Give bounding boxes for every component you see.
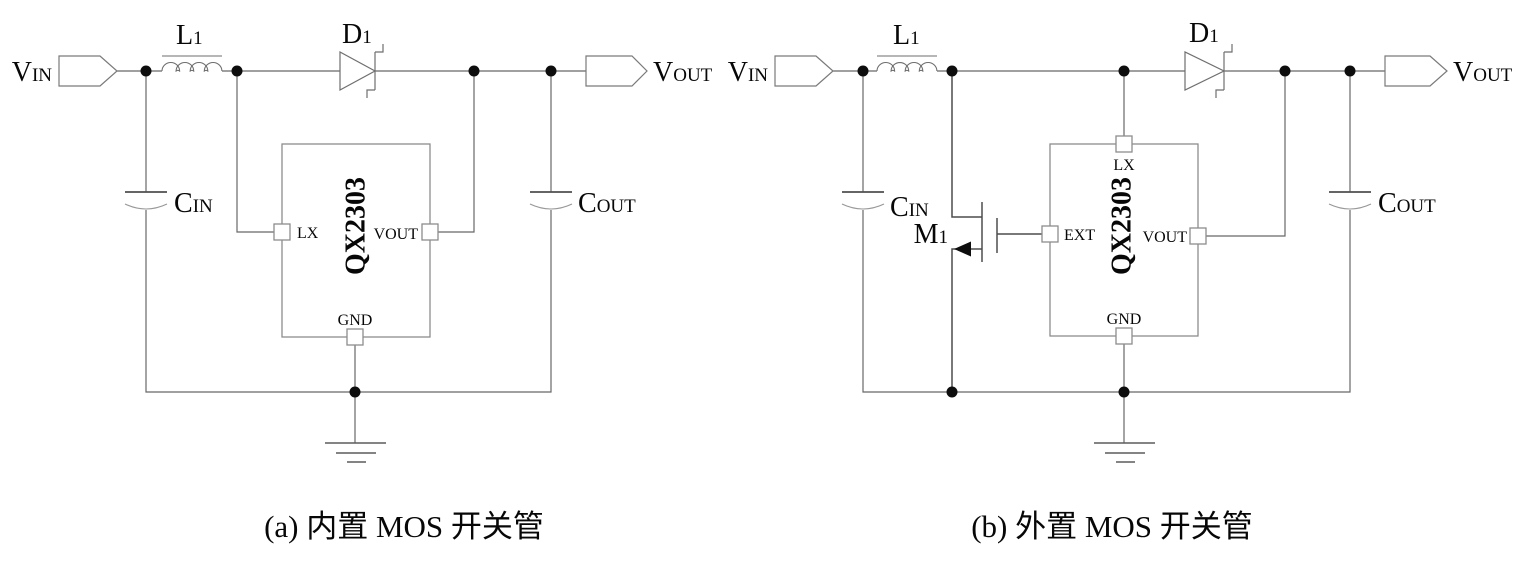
vin-connector-b	[774, 55, 834, 87]
inductor-label: L1	[176, 20, 203, 51]
pin-square-ext-b	[1041, 225, 1059, 243]
mosfet-source-arrow	[954, 241, 971, 257]
pin-label-lx-a: LX	[297, 225, 319, 242]
capacitor-cout	[529, 191, 573, 210]
vin-label-b: VIN	[728, 57, 769, 88]
vin-connector	[58, 55, 118, 87]
vin-label: VIN	[12, 57, 53, 88]
pin-label-lx-b: LX	[1113, 157, 1135, 174]
node-dot	[231, 65, 243, 77]
diode-label: D1	[342, 19, 372, 50]
cout-label-b: COUT	[1378, 188, 1436, 219]
capacitor-cin-b	[841, 191, 885, 210]
capacitor-cin	[124, 191, 168, 210]
node-dot	[1344, 65, 1356, 77]
vout-connector	[585, 55, 648, 87]
cin-label: CIN	[174, 188, 213, 219]
node-dots-b	[857, 65, 1356, 398]
pin-square-vout-b	[1189, 227, 1207, 245]
pin-square-lx-b	[1115, 135, 1133, 153]
node-dot	[349, 386, 361, 398]
diode-label-b: D1	[1189, 18, 1219, 49]
node-dots-a	[140, 65, 557, 398]
pin-label-gnd-a: GND	[338, 312, 373, 329]
chip-qx2303-a	[273, 143, 439, 346]
node-dot	[946, 386, 958, 398]
pin-square-gnd-b	[1115, 327, 1133, 345]
caption-b: (b) 外置 MOS 开关管	[971, 509, 1253, 544]
vout-label: VOUT	[653, 57, 713, 88]
node-dot	[1279, 65, 1291, 77]
node-dot	[140, 65, 152, 77]
pin-label-vout-b: VOUT	[1143, 229, 1188, 246]
cout-label: COUT	[578, 188, 636, 219]
node-dot	[545, 65, 557, 77]
node-dot	[857, 65, 869, 77]
circuit-a: VIN L1 D1 CIN COUT VOUT LX VOUT GND QX23…	[12, 19, 713, 544]
chip-name-b: QX2303	[1107, 177, 1138, 275]
vout-label-b: VOUT	[1453, 57, 1513, 88]
pin-label-vout-a: VOUT	[374, 226, 419, 243]
schottky-diode-d1	[339, 44, 384, 98]
pin-square-gnd-a	[346, 328, 364, 346]
chip-name-a: QX2303	[341, 177, 372, 275]
circuit-b-wires	[833, 70, 1385, 393]
chip-qx2303-b	[1041, 135, 1207, 345]
node-dot	[468, 65, 480, 77]
ground-symbol-a	[325, 392, 386, 463]
pin-square-vout-a	[421, 223, 439, 241]
node-dot	[1118, 65, 1130, 77]
node-dot	[1118, 386, 1130, 398]
ground-symbol-b	[1094, 392, 1155, 463]
inductor-l1	[161, 55, 223, 73]
circuit-b: VIN L1 D1 M1 CIN COUT VOUT LX EXT VOUT G…	[728, 18, 1513, 544]
schottky-diode-d1-b	[1184, 44, 1233, 98]
inductor-l1-b	[876, 55, 938, 73]
pin-label-ext-b: EXT	[1064, 227, 1095, 244]
mosfet-label-b: M1	[914, 219, 948, 250]
cin-label-b: CIN	[890, 192, 929, 223]
inductor-label-b: L1	[893, 20, 920, 51]
caption-a: (a) 内置 MOS 开关管	[264, 509, 544, 544]
pin-label-gnd-b: GND	[1107, 311, 1142, 328]
mosfet-m1	[951, 71, 1042, 392]
node-dot	[946, 65, 958, 77]
capacitor-cout-b	[1328, 191, 1372, 210]
pin-square-lx-a	[273, 223, 291, 241]
vout-connector-b	[1384, 55, 1448, 87]
